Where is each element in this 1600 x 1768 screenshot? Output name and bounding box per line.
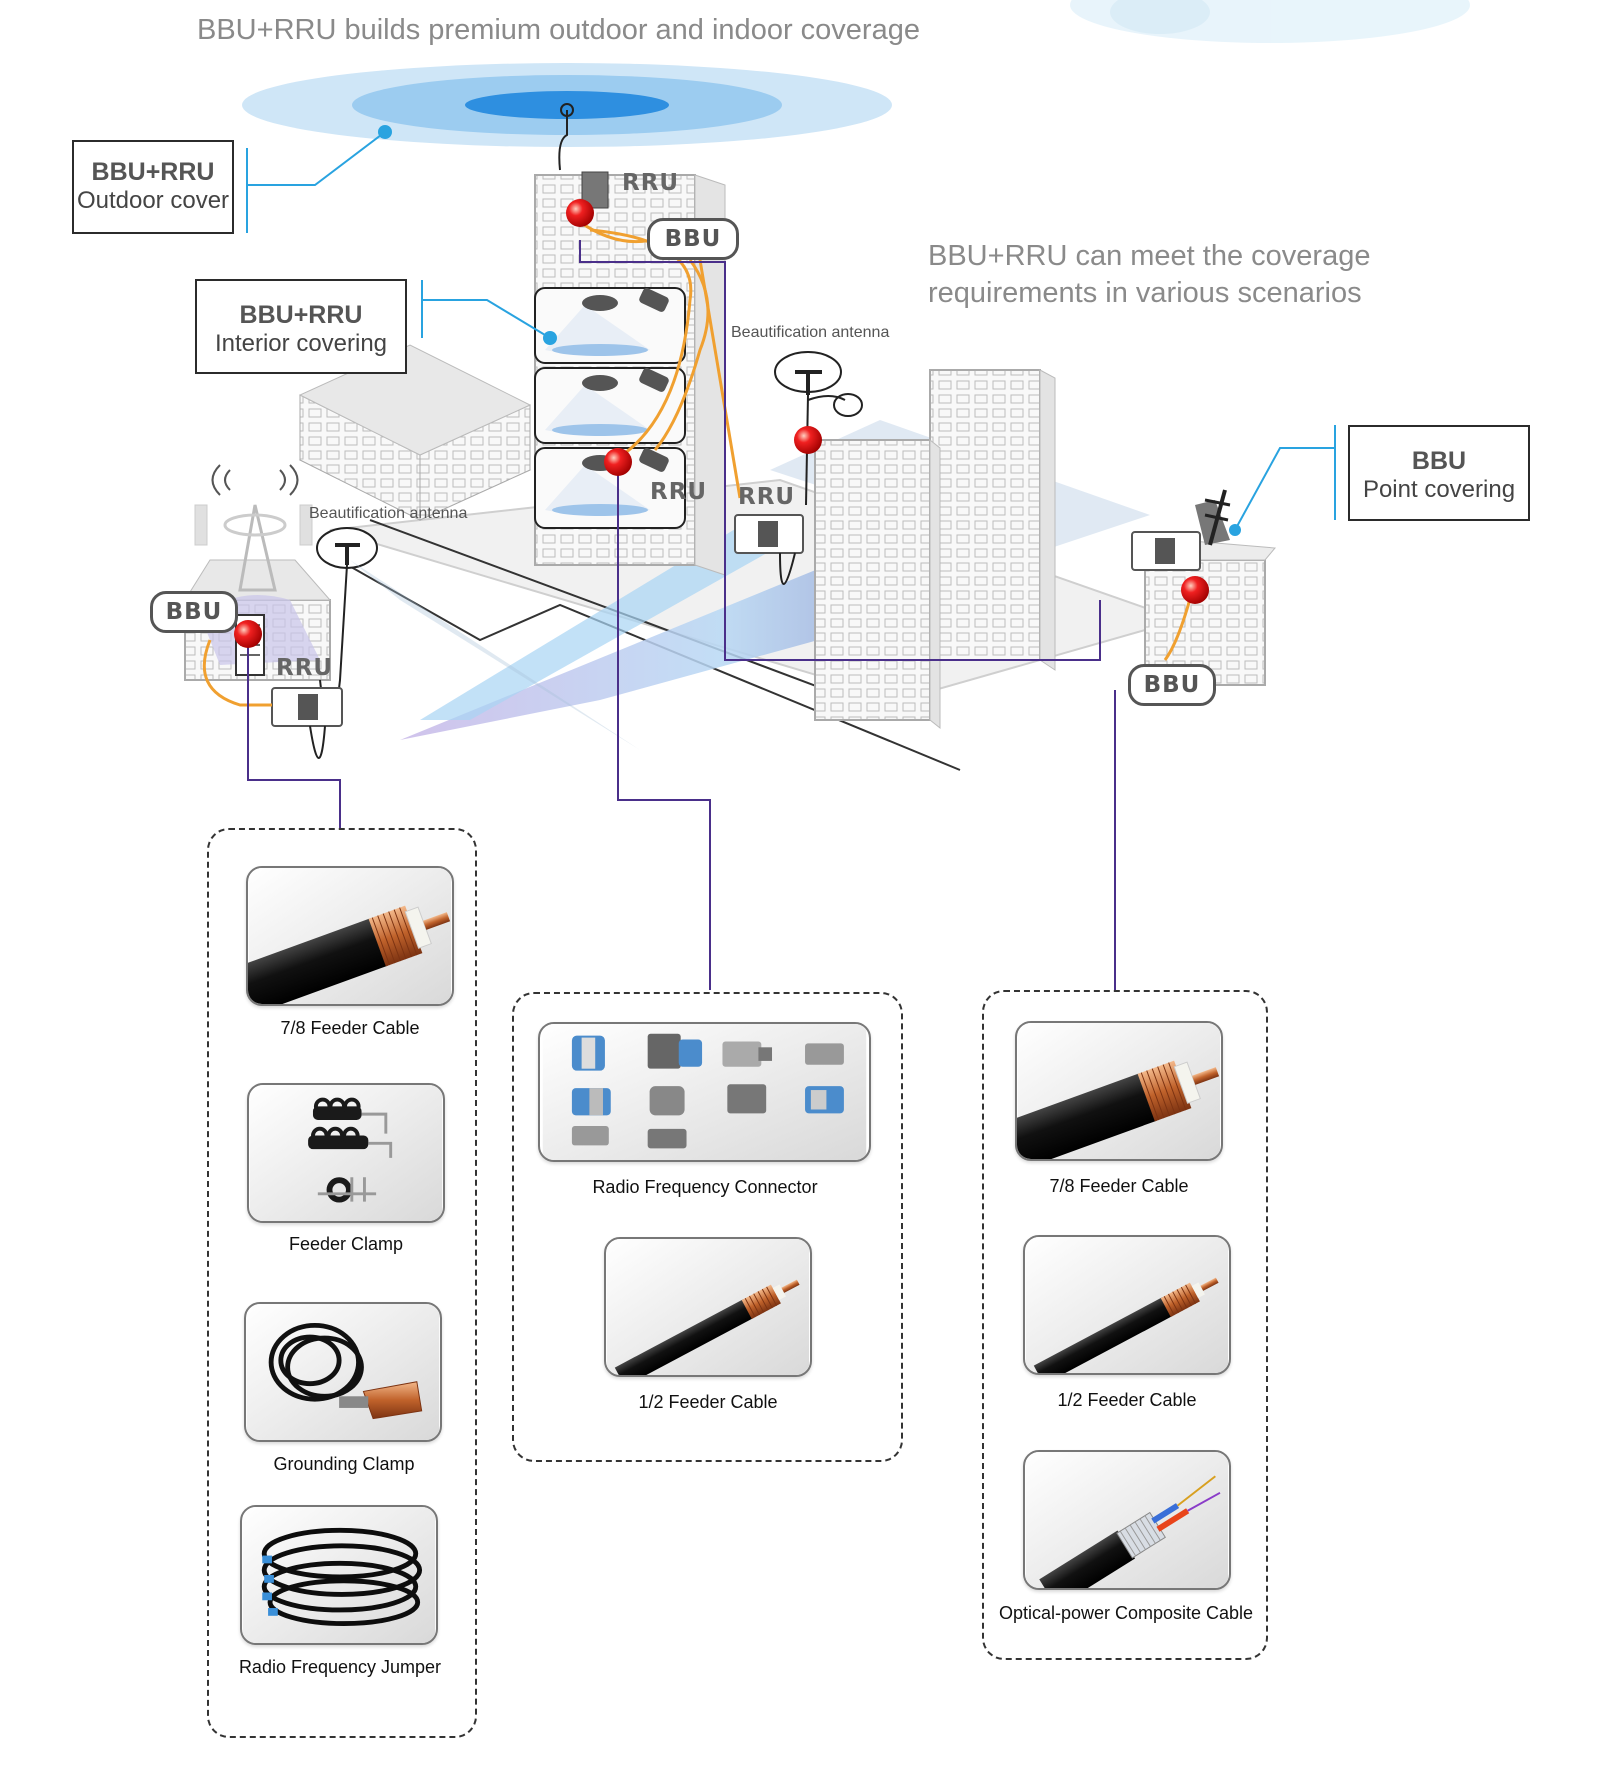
product-card-optical-power-cable[interactable] xyxy=(1023,1450,1231,1590)
beautification-antenna-middle xyxy=(774,351,863,506)
decorative-wash xyxy=(1070,0,1470,43)
product-card-12-feeder-middle[interactable] xyxy=(604,1237,812,1377)
grounding-clamp-photo-icon xyxy=(246,1304,440,1440)
caption-78-feeder-left: 7/8 Feeder Cable xyxy=(280,1018,420,1038)
rru-label-pole: RRU xyxy=(738,484,796,510)
callout-leader-lines xyxy=(246,131,1336,531)
headline-right-line-1: BBU+RRU can meet the coverage xyxy=(928,240,1371,272)
product-card-78-feeder-left[interactable] xyxy=(246,866,454,1006)
bbu-pill-right: BBU xyxy=(1128,664,1216,706)
rf-connector-photo-icon xyxy=(542,1024,867,1160)
caption-78-feeder-right: 7/8 Feeder Cable xyxy=(1049,1176,1189,1196)
callout-interior-covering: BBU+RRU Interior covering xyxy=(195,279,407,374)
node-left-site xyxy=(234,620,262,648)
product-group-left xyxy=(207,828,477,1738)
bbu-pill-tower: BBU xyxy=(647,218,739,260)
right-twin-towers xyxy=(814,369,1056,730)
caption-rf-connector: Radio Frequency Connector xyxy=(592,1177,818,1197)
callout-dots xyxy=(378,125,1241,536)
callout-outdoor-cover: BBU+RRU Outdoor cover xyxy=(72,140,234,234)
callout-outdoor-title: BBU+RRU xyxy=(91,158,215,186)
beautification-antenna-left xyxy=(316,527,640,750)
feeder-cable-12-photo-icon-right xyxy=(1025,1237,1229,1373)
callout-point-subtitle: Point covering xyxy=(1362,476,1516,503)
product-card-rf-jumper[interactable] xyxy=(240,1505,438,1645)
network-nodes xyxy=(234,199,1209,648)
product-card-feeder-clamp[interactable] xyxy=(247,1083,445,1223)
rru-box-right xyxy=(1131,531,1201,571)
callout-point-covering: BBU Point covering xyxy=(1348,425,1530,521)
product-group-middle xyxy=(512,992,903,1462)
node-floor xyxy=(604,448,632,476)
rru-box-left xyxy=(271,687,343,759)
feeder-cable-78-photo-icon xyxy=(248,868,452,1004)
headline-right: BBU+RRU can meet the coverage requiremen… xyxy=(928,238,1370,312)
feeder-cable-12-photo-icon xyxy=(606,1239,810,1375)
rf-jumper-photo-icon xyxy=(242,1507,436,1643)
product-card-grounding-clamp[interactable] xyxy=(244,1302,442,1442)
rru-box-middle xyxy=(734,514,804,585)
callout-point-title: BBU xyxy=(1411,447,1467,475)
caption-12-feeder-right: 1/2 Feeder Cable xyxy=(1057,1390,1197,1410)
callout-outdoor-subtitle: Outdoor cover xyxy=(76,187,230,214)
node-right-building xyxy=(1181,576,1209,604)
rru-label-roof: RRU xyxy=(622,170,680,196)
bbu-pill-left: BBU xyxy=(150,591,238,633)
right-small-building xyxy=(1143,489,1276,686)
optical-power-cable-photo-icon xyxy=(1025,1452,1229,1588)
link-lines xyxy=(247,240,1116,990)
product-group-right xyxy=(982,990,1268,1660)
callout-interior-title: BBU+RRU xyxy=(239,301,363,329)
node-pole xyxy=(794,426,822,454)
node-roof xyxy=(566,199,594,227)
headline-top: BBU+RRU builds premium outdoor and indoo… xyxy=(197,14,920,46)
headline-right-line-2: requirements in various scenarios xyxy=(928,277,1362,309)
caption-rf-jumper: Radio Frequency Jumper xyxy=(238,1657,442,1677)
callout-interior-subtitle: Interior covering xyxy=(214,330,388,357)
beautification-antenna-label-middle: Beautification antenna xyxy=(731,324,890,341)
product-card-78-feeder-right[interactable] xyxy=(1015,1021,1223,1161)
caption-feeder-clamp: Feeder Clamp xyxy=(288,1234,404,1254)
product-card-rf-connector[interactable] xyxy=(538,1022,871,1162)
caption-grounding-clamp: Grounding Clamp xyxy=(273,1454,415,1474)
product-card-12-feeder-right[interactable] xyxy=(1023,1235,1231,1375)
beautification-antenna-label-left: Beautification antenna xyxy=(309,505,468,522)
rru-label-left: RRU xyxy=(276,655,334,681)
feeder-cable-78-photo-icon-right xyxy=(1017,1023,1221,1159)
caption-optical-power-cable: Optical-power Composite Cable xyxy=(998,1603,1254,1623)
rru-label-floor: RRU xyxy=(650,479,708,505)
caption-12-feeder-middle: 1/2 Feeder Cable xyxy=(638,1392,778,1412)
feeder-clamp-photo-icon xyxy=(249,1085,443,1221)
